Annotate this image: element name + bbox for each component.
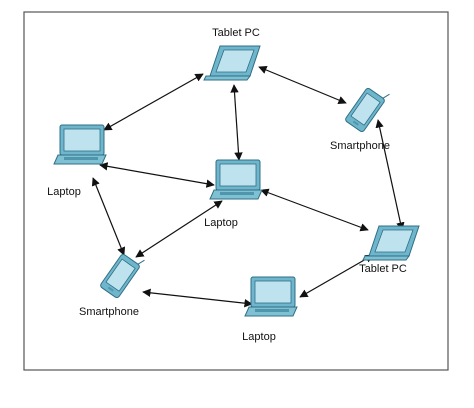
tablet-icon: [362, 225, 420, 261]
edge-smart1-tablet2: [375, 119, 405, 231]
edge-tablet1-laptop2: [230, 84, 243, 161]
node-label: Tablet PC: [359, 263, 407, 275]
node-smart1: Smartphone: [330, 87, 390, 152]
laptop-icon: [209, 159, 263, 200]
edge-laptop1-laptop2: [99, 162, 215, 188]
node-label: Smartphone: [79, 306, 139, 318]
node-smart2: Smartphone: [79, 253, 145, 318]
node-laptop1: Laptop: [47, 124, 107, 198]
node-label: Laptop: [204, 217, 238, 229]
node-label: Tablet PC: [212, 27, 260, 39]
laptop-icon: [244, 276, 298, 317]
edge-laptop1-smart2: [91, 177, 126, 256]
edge-tablet1-smart1: [258, 66, 347, 104]
node-label: Laptop: [47, 186, 81, 198]
tablet-icon: [203, 45, 261, 81]
edge-laptop2-smart2: [135, 200, 223, 258]
node-tablet2: Tablet PC: [359, 225, 420, 275]
smartphone-icon: [100, 253, 145, 299]
edge-laptop2-tablet2: [260, 188, 369, 232]
node-tablet1: Tablet PC: [203, 27, 261, 81]
edge-tablet1-laptop1: [103, 73, 204, 131]
edge-smart2-laptop3: [142, 288, 253, 308]
laptop-icon: [53, 124, 107, 165]
smartphone-icon: [345, 87, 390, 133]
node-label: Smartphone: [330, 140, 390, 152]
node-laptop2: Laptop: [204, 159, 263, 229]
edge-laptop3-tablet2: [299, 254, 374, 298]
edges-layer: [91, 66, 405, 308]
node-label: Laptop: [242, 331, 276, 343]
node-laptop3: Laptop: [242, 276, 298, 343]
